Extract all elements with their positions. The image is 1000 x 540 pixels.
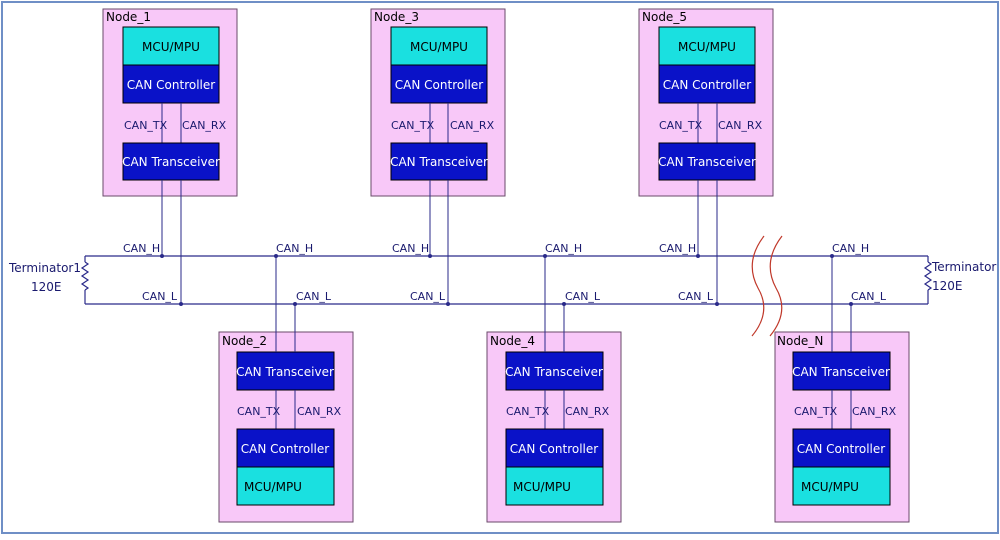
node-2-mcu-label: MCU/MPU	[244, 480, 302, 494]
node-5-mcu-block	[658, 26, 756, 66]
node-n-mcu-label: MCU/MPU	[801, 480, 859, 494]
node-4: Node_4 CAN Transceiver CAN_TX CAN_RX CAN…	[486, 242, 622, 523]
node-2-can-rx-label: CAN_RX	[297, 405, 342, 418]
node-1-controller-block	[122, 64, 220, 104]
node-3-can-h-label: CAN_H	[392, 242, 429, 255]
node-n-can-h-label: CAN_H	[832, 242, 869, 255]
node-1-controller-label: CAN Controller	[127, 78, 215, 92]
node-n: Node_N CAN Transceiver CAN_TX CAN_RX CAN…	[774, 242, 910, 523]
node-1-mcu-block	[122, 26, 220, 66]
node-4-can-h-label: CAN_H	[545, 242, 582, 255]
node-4-transceiver-label: CAN Transceiver	[505, 365, 603, 379]
node-1-can-h-label: CAN_H	[123, 242, 160, 255]
node-5-title: Node_5	[642, 10, 687, 24]
node-3-mcu-label: MCU/MPU	[410, 40, 468, 54]
node-n-can-rx-label: CAN_RX	[852, 405, 897, 418]
terminator-right-resistor	[923, 261, 933, 291]
node-1-title: Node_1	[106, 10, 151, 24]
node-3-controller-block	[390, 64, 488, 104]
node-2-controller-label: CAN Controller	[241, 442, 329, 456]
node-2-can-h-label: CAN_H	[276, 242, 313, 255]
node-3-transceiver-label: CAN Transceiver	[390, 155, 488, 169]
node-2-controller-block	[236, 428, 335, 468]
node-2-mcu-block	[236, 466, 335, 506]
node-5-transceiver-block	[658, 142, 756, 181]
terminator-left-name: Terminator1	[8, 261, 81, 275]
node-4-mcu-block	[505, 466, 604, 506]
node-1-can-tx-label: CAN_TX	[124, 119, 168, 132]
node-5-controller-block	[658, 64, 756, 104]
node-4-mcu-label: MCU/MPU	[513, 480, 571, 494]
node-n-mcu-block	[792, 466, 891, 506]
node-3-can-l-label: CAN_L	[410, 290, 446, 303]
terminator-left: Terminator1 120E	[8, 256, 90, 304]
node-3-mcu-block	[390, 26, 488, 66]
terminator-left-value: 120E	[31, 280, 62, 294]
node-n-can-l-label: CAN_L	[851, 290, 887, 303]
node-5-can-tx-label: CAN_TX	[659, 119, 703, 132]
node-3-controller-label: CAN Controller	[395, 78, 483, 92]
node-3-title: Node_3	[374, 10, 419, 24]
bus-break-mark-1	[751, 235, 765, 337]
node-2-can-tx-label: CAN_TX	[237, 405, 281, 418]
node-1: Node_1 MCU/MPU CAN Controller CAN_TX CAN…	[102, 8, 238, 306]
node-2-transceiver-block	[236, 351, 335, 391]
bus-break-mark-2	[769, 235, 783, 337]
node-5-mcu-label: MCU/MPU	[678, 40, 736, 54]
node-2-can-l-label: CAN_L	[296, 290, 332, 303]
node-4-title: Node_4	[490, 334, 535, 348]
node-3-can-tx-label: CAN_TX	[391, 119, 435, 132]
node-4-can-tx-label: CAN_TX	[506, 405, 550, 418]
node-5-can-rx-label: CAN_RX	[718, 119, 763, 132]
node-1-can-rx-label: CAN_RX	[182, 119, 227, 132]
terminator-left-resistor	[80, 261, 90, 291]
node-1-mcu-label: MCU/MPU	[142, 40, 200, 54]
node-2: Node_2 CAN Transceiver CAN_TX CAN_RX CAN…	[218, 242, 354, 523]
node-n-transceiver-label: CAN Transceiver	[792, 365, 890, 379]
node-n-title: Node_N	[777, 334, 823, 348]
node-1-transceiver-block	[122, 142, 220, 181]
terminator-right-value: 120E	[932, 279, 963, 293]
node-4-controller-block	[505, 428, 604, 468]
node-4-transceiver-block	[505, 351, 604, 391]
node-4-can-l-label: CAN_L	[565, 290, 601, 303]
node-5-transceiver-label: CAN Transceiver	[658, 155, 756, 169]
node-n-controller-label: CAN Controller	[797, 442, 885, 456]
node-2-title: Node_2	[222, 334, 267, 348]
node-1-transceiver-label: CAN Transceiver	[122, 155, 220, 169]
node-5: Node_5 MCU/MPU CAN Controller CAN_TX CAN…	[638, 8, 774, 306]
node-n-can-tx-label: CAN_TX	[794, 405, 838, 418]
terminator-right-name: Terminator	[931, 260, 996, 274]
terminator-right: Terminator 120E	[923, 256, 996, 304]
node-4-can-rx-label: CAN_RX	[565, 405, 610, 418]
node-3-can-rx-label: CAN_RX	[450, 119, 495, 132]
node-5-can-h-label: CAN_H	[659, 242, 696, 255]
node-5-can-l-label: CAN_L	[678, 290, 714, 303]
node-3: Node_3 MCU/MPU CAN Controller CAN_TX CAN…	[370, 8, 506, 306]
node-1-can-l-label: CAN_L	[142, 290, 178, 303]
node-2-transceiver-label: CAN Transceiver	[236, 365, 334, 379]
node-n-transceiver-block	[792, 351, 891, 391]
node-5-controller-label: CAN Controller	[663, 78, 751, 92]
node-4-controller-label: CAN Controller	[510, 442, 598, 456]
node-3-transceiver-block	[390, 142, 488, 181]
